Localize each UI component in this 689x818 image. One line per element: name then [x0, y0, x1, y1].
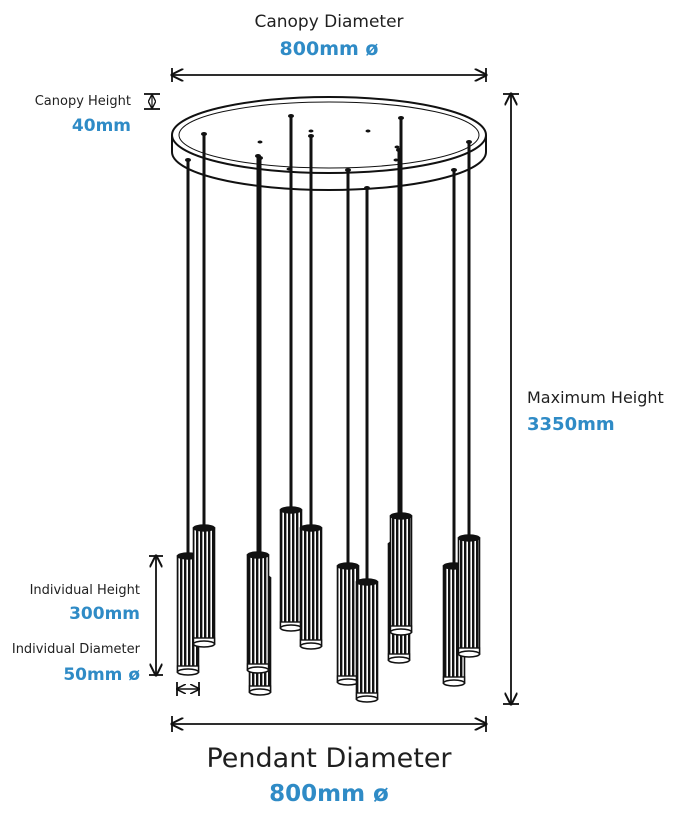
- pendant-light: [336, 168, 360, 686]
- cable-anchor: [308, 134, 314, 138]
- individual-diameter-label: Individual Diameter: [12, 642, 141, 657]
- tube-top-cap: [246, 551, 270, 559]
- pendant-tube: [299, 527, 323, 647]
- tube-top-cap: [389, 512, 413, 520]
- individual-height-value: 300mm: [69, 604, 140, 624]
- individual-diameter-value: 50mm ø: [63, 665, 140, 685]
- canopy-top: [171, 96, 487, 174]
- pendant-light: [246, 154, 270, 674]
- tube-bottom-cap: [192, 640, 216, 648]
- canopy-holes: [257, 129, 400, 171]
- tube-bottom-cap: [457, 650, 481, 658]
- pendant-light: [192, 132, 216, 648]
- tube-bottom-cap: [176, 668, 200, 676]
- pendant-tube: [246, 554, 270, 671]
- tube-bottom-cap: [279, 624, 303, 632]
- tube-bottom-cap: [387, 656, 411, 664]
- pendant-diameter-value: 800mm ø: [269, 781, 389, 807]
- tube-top-cap: [355, 578, 379, 586]
- pendant-light: [389, 116, 413, 636]
- tube-bottom-cap: [246, 666, 270, 674]
- canopy-height-value: 40mm: [72, 116, 131, 136]
- tube-bottom-cap: [442, 679, 466, 687]
- tube-top-cap: [192, 524, 216, 532]
- cable-anchor: [255, 154, 261, 158]
- maximum-height-label: Maximum Height: [527, 388, 664, 407]
- tube-top-cap: [336, 562, 360, 570]
- tube-bottom-cap: [299, 642, 323, 650]
- cable-anchor: [345, 168, 351, 172]
- canopy-diameter-label: Canopy Diameter: [254, 12, 403, 32]
- tube-top-cap: [279, 506, 303, 514]
- cable-anchor: [451, 168, 457, 172]
- pendant-light: [279, 114, 303, 632]
- canopy-diameter-value: 800mm ø: [280, 38, 379, 60]
- dimension-lines: [144, 68, 519, 732]
- tube-top-cap: [457, 534, 481, 542]
- tube-bottom-cap: [355, 695, 379, 703]
- pendant-tube: [192, 527, 216, 645]
- cable-anchor: [288, 114, 294, 118]
- cable-anchor: [201, 132, 207, 136]
- pendant-diameter-label: Pendant Diameter: [206, 743, 452, 774]
- maximum-height-value: 3350mm: [527, 414, 615, 435]
- canopy: [171, 96, 487, 191]
- pendant-light: [299, 134, 323, 650]
- tube-bottom-cap: [248, 688, 272, 696]
- pendant-tube: [336, 565, 360, 683]
- cable-anchor: [185, 158, 191, 162]
- individual-height-label: Individual Height: [30, 583, 140, 598]
- tube-bottom-cap: [336, 678, 360, 686]
- cable-anchor: [466, 140, 472, 144]
- pendant-tube: [355, 581, 379, 700]
- cable-anchor: [364, 186, 370, 190]
- pendant-tube: [457, 537, 481, 655]
- canopy-height-label: Canopy Height: [35, 94, 131, 109]
- pendant-light: [457, 140, 481, 658]
- pendant-tube: [389, 515, 413, 633]
- tube-top-cap: [299, 524, 323, 532]
- pendant-tube: [279, 509, 303, 629]
- cable-anchor: [398, 116, 404, 120]
- pendant-light: [355, 186, 379, 703]
- pendant-group: [176, 114, 481, 703]
- tube-bottom-cap: [389, 628, 413, 636]
